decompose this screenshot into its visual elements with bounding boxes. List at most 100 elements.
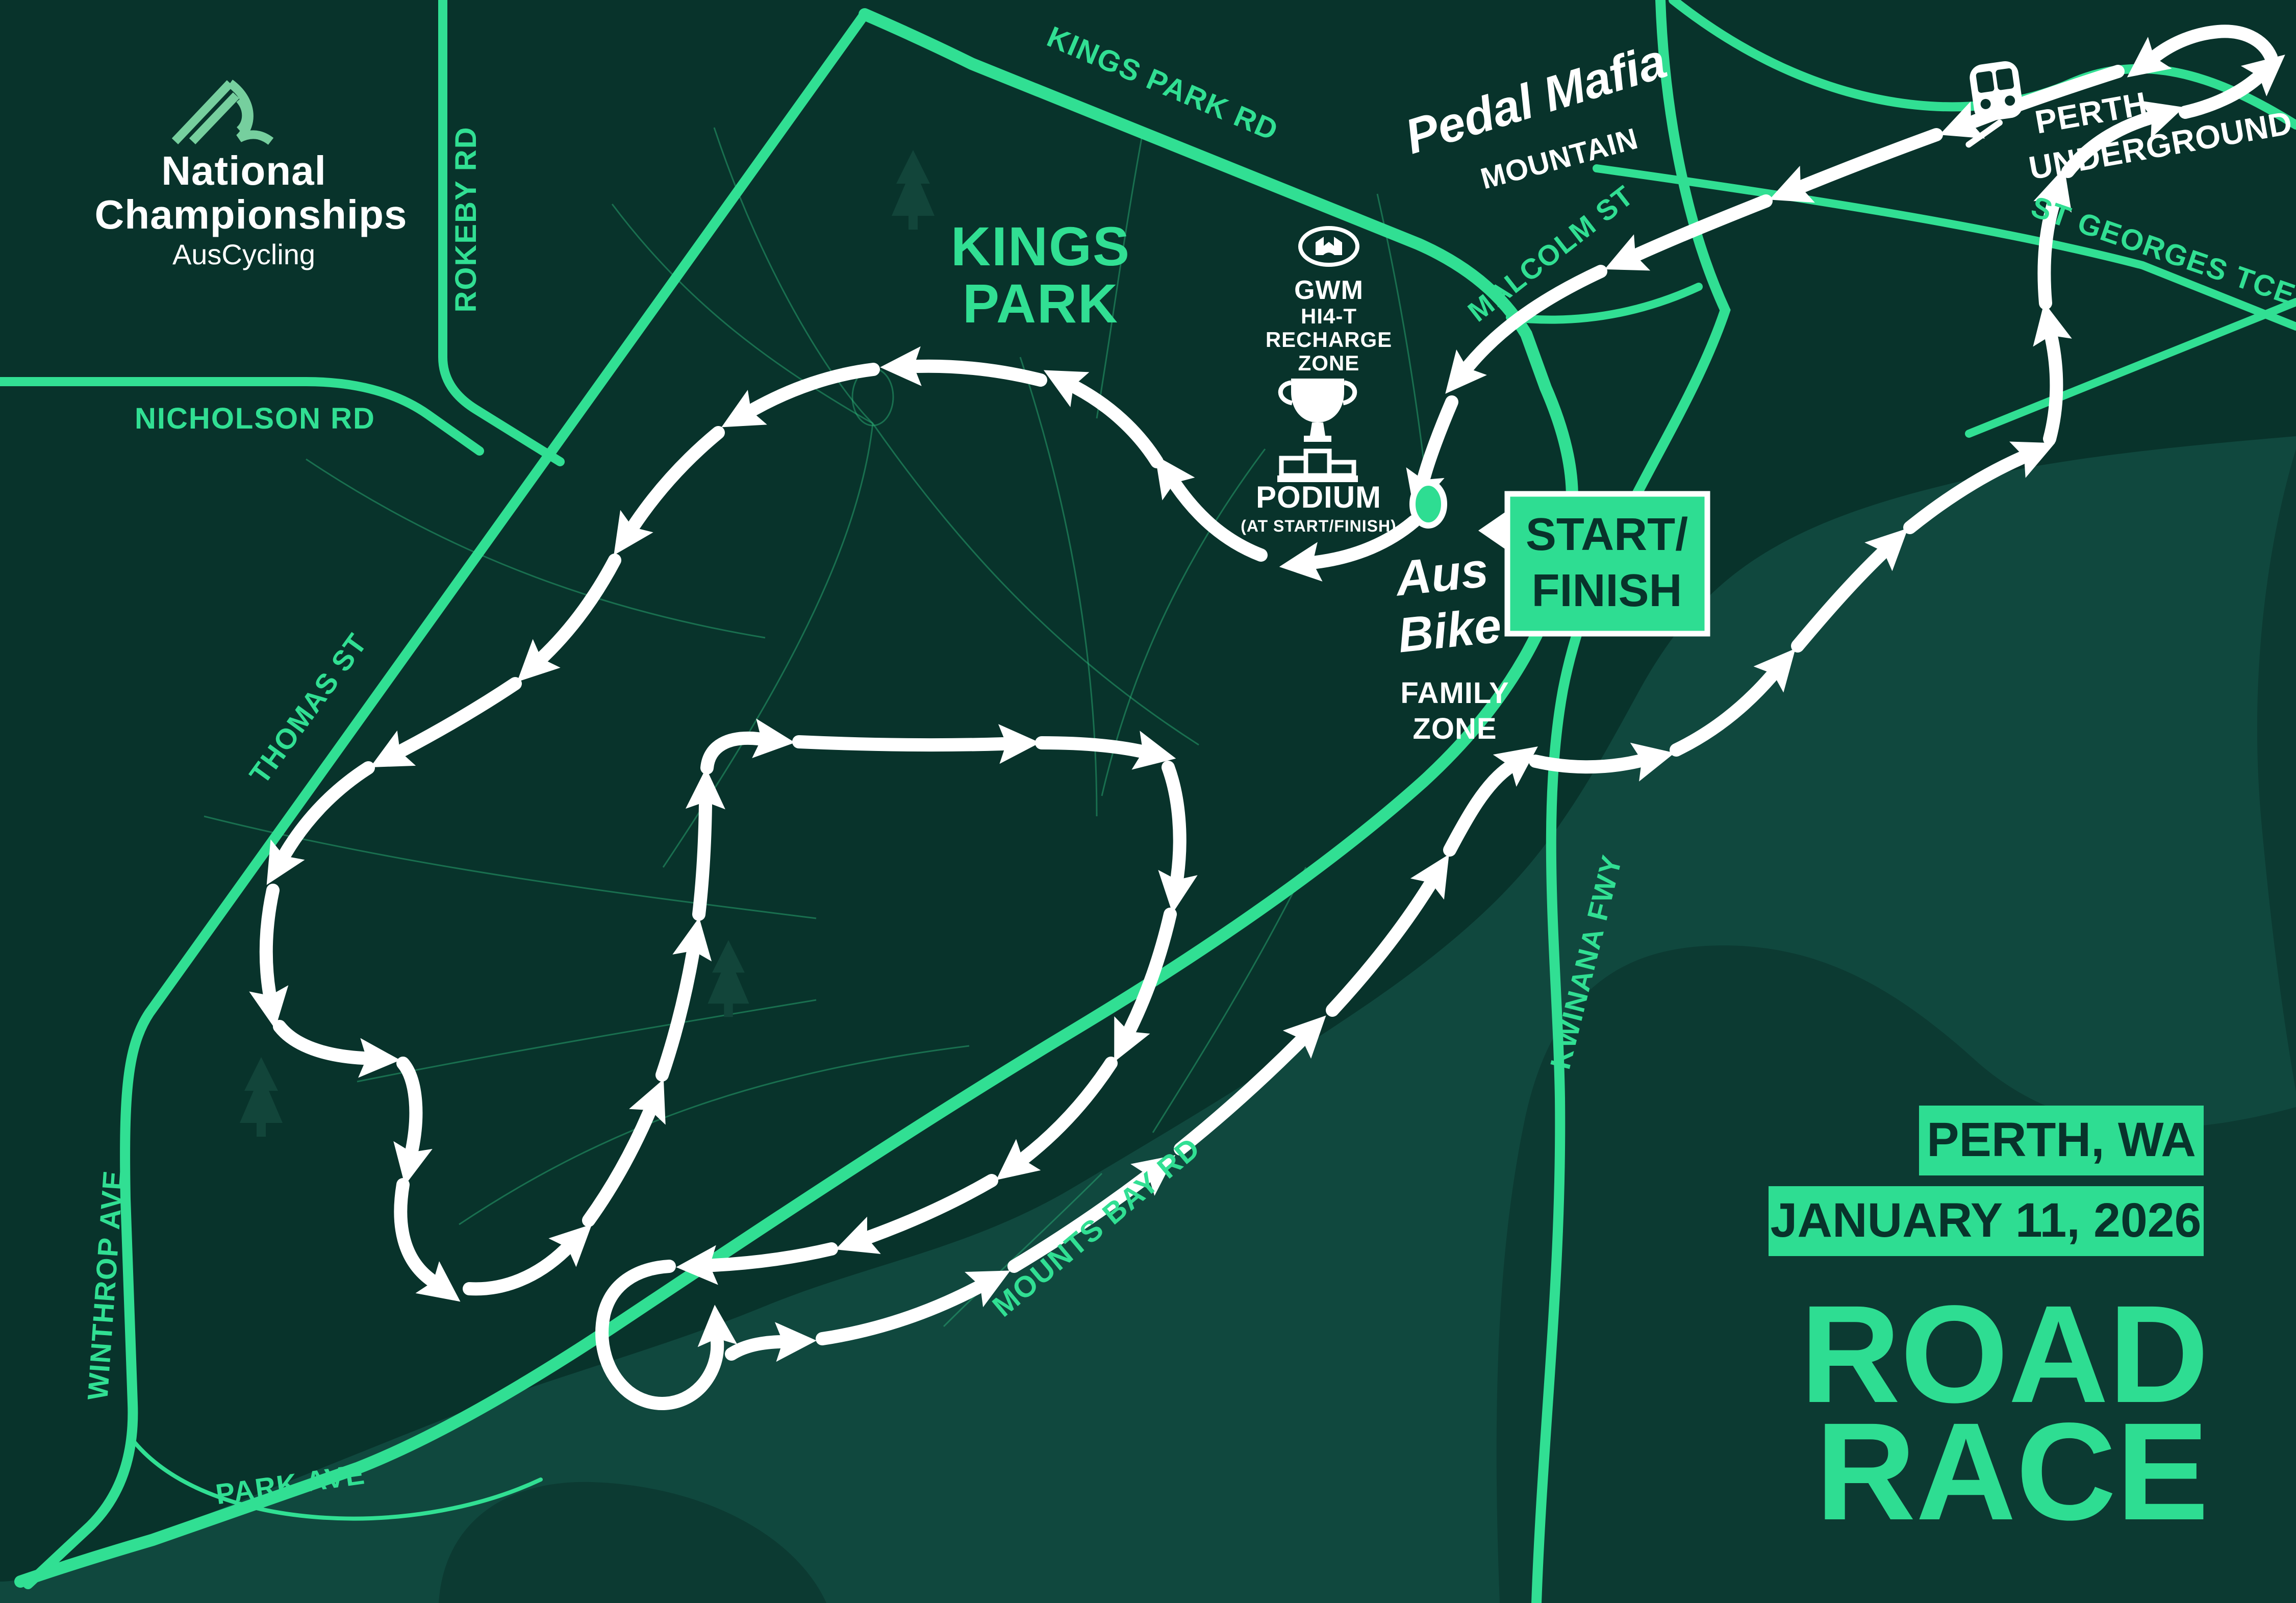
tree-icons — [240, 150, 935, 1137]
start-finish-dot — [1409, 480, 1447, 529]
route-segment — [1114, 908, 1177, 1062]
route-hairpin — [595, 1260, 738, 1410]
date-badge — [1769, 1186, 2204, 1256]
family-zone-marker: Aus Bike FAMILY ZONE — [1392, 542, 1509, 745]
route-segment — [393, 1057, 433, 1186]
gwm-line1: HI4-T — [1301, 304, 1357, 328]
route-finish-approach — [1406, 395, 1458, 513]
road-ramp — [1506, 283, 1703, 324]
route-segment — [700, 718, 795, 774]
route-segment — [1445, 265, 1607, 394]
label-rokeby-rd: ROKEBY RD — [449, 127, 483, 313]
route-segment — [249, 884, 289, 1029]
route-segment — [614, 426, 725, 556]
family-zone-line1: FAMILY — [1400, 677, 1509, 710]
route-segment — [655, 917, 712, 1082]
gwm-brand: GWM — [1294, 275, 1364, 305]
route-segment — [1035, 731, 1176, 770]
route-segment — [880, 346, 1047, 387]
road-kwinana-fwy — [1531, 0, 1731, 1603]
location-badge-text: PERTH, WA — [1927, 1113, 2196, 1167]
event-title-block: PERTH, WA JANUARY 11, 2026 ROAD RACE — [1769, 1106, 2209, 1549]
road-nicholson — [0, 377, 484, 456]
road-kingspark-mountsbay — [14, 8, 1578, 1588]
brand-line1: National — [161, 148, 326, 193]
gwm-logo-icon — [1298, 226, 1359, 267]
route-segment — [2179, 55, 2285, 119]
park-name: KINGS PARK — [951, 215, 1130, 334]
route-segment — [2033, 302, 2072, 445]
route-segment — [1279, 515, 1421, 582]
road-thomas-winthrop — [23, 9, 870, 1589]
gwm-line2: RECHARGE — [1266, 328, 1392, 352]
podium-subtitle: (AT START/FINISH) — [1241, 517, 1397, 535]
podium-title: PODIUM — [1256, 480, 1381, 514]
date-badge-text: JANUARY 11, 2026 — [1771, 1193, 2202, 1247]
train-icon — [1953, 61, 2023, 148]
route-segment — [463, 1224, 592, 1296]
brand-line3: AusCycling — [172, 238, 315, 270]
start-finish-pointer — [1478, 508, 1511, 553]
ausbike-script-line2: Bike — [1395, 598, 1504, 663]
deep-water-blob-southeast — [1496, 945, 2296, 1603]
road-st-georges — [1593, 164, 2296, 331]
route-segment — [721, 363, 880, 428]
route-segment — [370, 677, 522, 767]
route-segment — [685, 768, 725, 921]
road-rokeby — [438, 0, 565, 466]
tree-icon — [892, 150, 935, 230]
location-badge — [1919, 1106, 2204, 1175]
start-finish-line2: FINISH — [1531, 565, 1682, 616]
route-segment — [2127, 24, 2278, 78]
route-segment — [394, 1178, 461, 1302]
route-segment — [273, 1020, 400, 1078]
route-segment — [2033, 167, 2072, 310]
route-segment — [582, 1079, 666, 1227]
podium-marker: PODIUM (AT START/FINISH) — [1241, 379, 1397, 535]
route-segment — [1326, 854, 1449, 1017]
event-title-line1: ROAD — [1800, 1276, 2209, 1432]
route-segment — [835, 1174, 998, 1254]
route-segment — [1443, 746, 1538, 857]
route-segment — [1903, 441, 2055, 534]
family-zone-line2: ZONE — [1412, 712, 1497, 745]
auscycling-logo-icon — [171, 80, 274, 145]
route-segment — [1174, 1015, 1326, 1156]
race-route — [249, 24, 2285, 1410]
route-segment — [1769, 128, 1943, 203]
park-trails — [204, 127, 1429, 1328]
tree-icon — [708, 940, 749, 1017]
route-segment — [1604, 194, 1773, 271]
trophy-icon — [1277, 379, 1358, 482]
route-segment — [1791, 528, 1908, 653]
route-segment — [816, 1270, 1011, 1345]
route-segment — [266, 761, 375, 885]
start-finish-box — [1504, 491, 1710, 637]
route-segment — [1155, 455, 1268, 562]
label-nicholson-rd: NICHOLSON RD — [135, 402, 375, 435]
route-segment — [2061, 101, 2184, 178]
route-segment — [676, 1242, 838, 1285]
road-riverside — [1965, 298, 2296, 438]
gwm-recharge-marker: GWM HI4-T RECHARGE ZONE — [1266, 226, 1392, 375]
route-segment — [1007, 1155, 1176, 1273]
route-segment — [725, 1322, 817, 1362]
route-segment — [1158, 761, 1198, 914]
gwm-line3: ZONE — [1298, 351, 1360, 375]
route-segment — [1670, 648, 1796, 757]
ausbike-script-line1: Aus — [1392, 542, 1491, 607]
park-name-line1: KINGS — [951, 215, 1130, 277]
route-segment — [792, 724, 1040, 764]
road-park-ave — [130, 1437, 543, 1521]
event-title-line2: RACE — [1815, 1394, 2209, 1549]
route-segment — [1529, 742, 1675, 782]
tree-icon — [240, 1057, 283, 1137]
brand-line2: Championships — [94, 192, 407, 237]
route-segment — [517, 554, 621, 682]
route-segment — [996, 1057, 1118, 1181]
auscycling-brand-block: National Championships AusCycling — [94, 80, 407, 270]
route-segment — [1043, 370, 1164, 468]
